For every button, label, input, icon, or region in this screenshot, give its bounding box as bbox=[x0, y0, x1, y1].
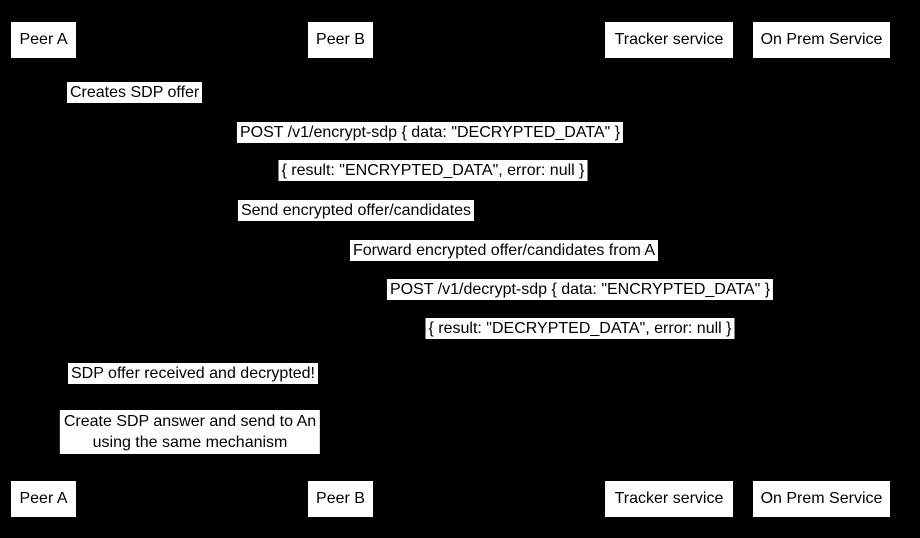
message-forward-encrypted-offer: Forward encrypted offer/candidates from … bbox=[349, 240, 659, 261]
actor-on-prem-service-bottom: On Prem Service bbox=[753, 481, 890, 517]
message-creates-sdp-offer: Creates SDP offer bbox=[67, 82, 203, 103]
actor-tracker-service-top: Tracker service bbox=[605, 22, 733, 58]
message-post-encrypt-sdp: POST /v1/encrypt-sdp { data: "DECRYPTED_… bbox=[236, 122, 624, 143]
actor-tracker-service-bottom: Tracker service bbox=[605, 481, 733, 517]
actor-peer-a-bottom: Peer A bbox=[11, 481, 76, 517]
message-post-decrypt-sdp: POST /v1/decrypt-sdp { data: "ENCRYPTED_… bbox=[386, 279, 774, 300]
message-send-encrypted-offer: Send encrypted offer/candidates bbox=[237, 200, 475, 221]
message-encrypt-result: { result: "ENCRYPTED_DATA", error: null … bbox=[278, 160, 588, 181]
actor-peer-a-top: Peer A bbox=[11, 22, 76, 58]
actor-peer-b-bottom: Peer B bbox=[308, 481, 373, 517]
actor-peer-b-top: Peer B bbox=[308, 22, 373, 58]
note-line-1: Create SDP answer and send to An bbox=[63, 413, 317, 430]
actor-on-prem-service-top: On Prem Service bbox=[753, 22, 890, 58]
note-create-sdp-answer: Create SDP answer and send to An using t… bbox=[59, 410, 321, 454]
message-decrypt-result: { result: "DECRYPTED_DATA", error: null … bbox=[425, 318, 735, 339]
message-sdp-offer-received: SDP offer received and decrypted! bbox=[68, 363, 318, 384]
note-line-2: using the same mechanism bbox=[92, 434, 288, 451]
